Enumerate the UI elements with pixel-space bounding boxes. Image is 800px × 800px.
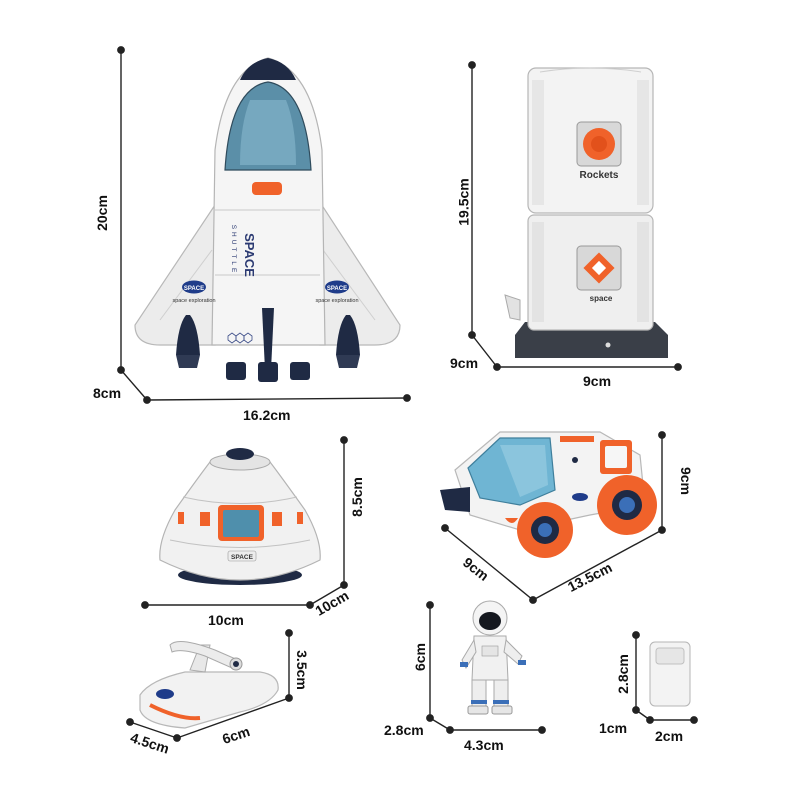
capsule-label: SPACE <box>231 554 254 561</box>
tower-depth-label: 9cm <box>450 355 479 371</box>
svg-text:space exploration: space exploration <box>315 298 358 304</box>
block-dimension-lines <box>632 631 698 724</box>
capsule-width-label: 10cm <box>208 612 244 628</box>
svg-text:SHUTTLE: SHUTTLE <box>230 225 237 276</box>
block-width-label: 2cm <box>655 728 684 744</box>
shuttle-left-thruster <box>176 315 200 355</box>
rover-front-wheel <box>517 502 573 558</box>
capsule-dimension-lines <box>141 436 348 609</box>
svg-text:SPACE: SPACE <box>184 286 204 292</box>
shuttle-width-label: 16.2cm <box>243 407 291 423</box>
shuttle-tail-fin <box>262 308 274 370</box>
astronaut-depth-label: 2.8cm <box>384 722 424 738</box>
rover-dimension-lines <box>441 431 666 604</box>
shuttle-orange-button <box>252 182 282 195</box>
shuttle-badge-left: SPACE space exploration <box>172 280 216 304</box>
block-depth-label: 1cm <box>599 720 628 736</box>
shuttle-main-engines <box>226 362 310 382</box>
tower-rockets-label: Rockets <box>580 170 619 181</box>
shuttle-dimension-lines <box>117 46 411 404</box>
tower-width-label: 9cm <box>583 373 612 389</box>
svg-text:SPACE: SPACE <box>327 286 347 292</box>
tower-base <box>515 322 668 358</box>
astronaut-width-label: 4.3cm <box>464 737 504 753</box>
scooter-dimension-lines <box>126 629 293 742</box>
shuttle-badge-right: SPACE space exploration <box>315 280 359 304</box>
rover-rear-wheel <box>597 475 657 535</box>
astronaut-dimension-lines <box>426 601 546 734</box>
svg-text:space exploration: space exploration <box>172 298 215 304</box>
svg-text:SPACE: SPACE <box>242 233 257 277</box>
shuttle-label: SPACE SHUTTLE <box>230 225 257 278</box>
tower-space-label: space <box>590 294 613 303</box>
tower-dimension-lines <box>468 61 682 371</box>
block-height-label: 2.8cm <box>614 654 631 694</box>
shuttle-depth-label: 8cm <box>93 385 122 401</box>
